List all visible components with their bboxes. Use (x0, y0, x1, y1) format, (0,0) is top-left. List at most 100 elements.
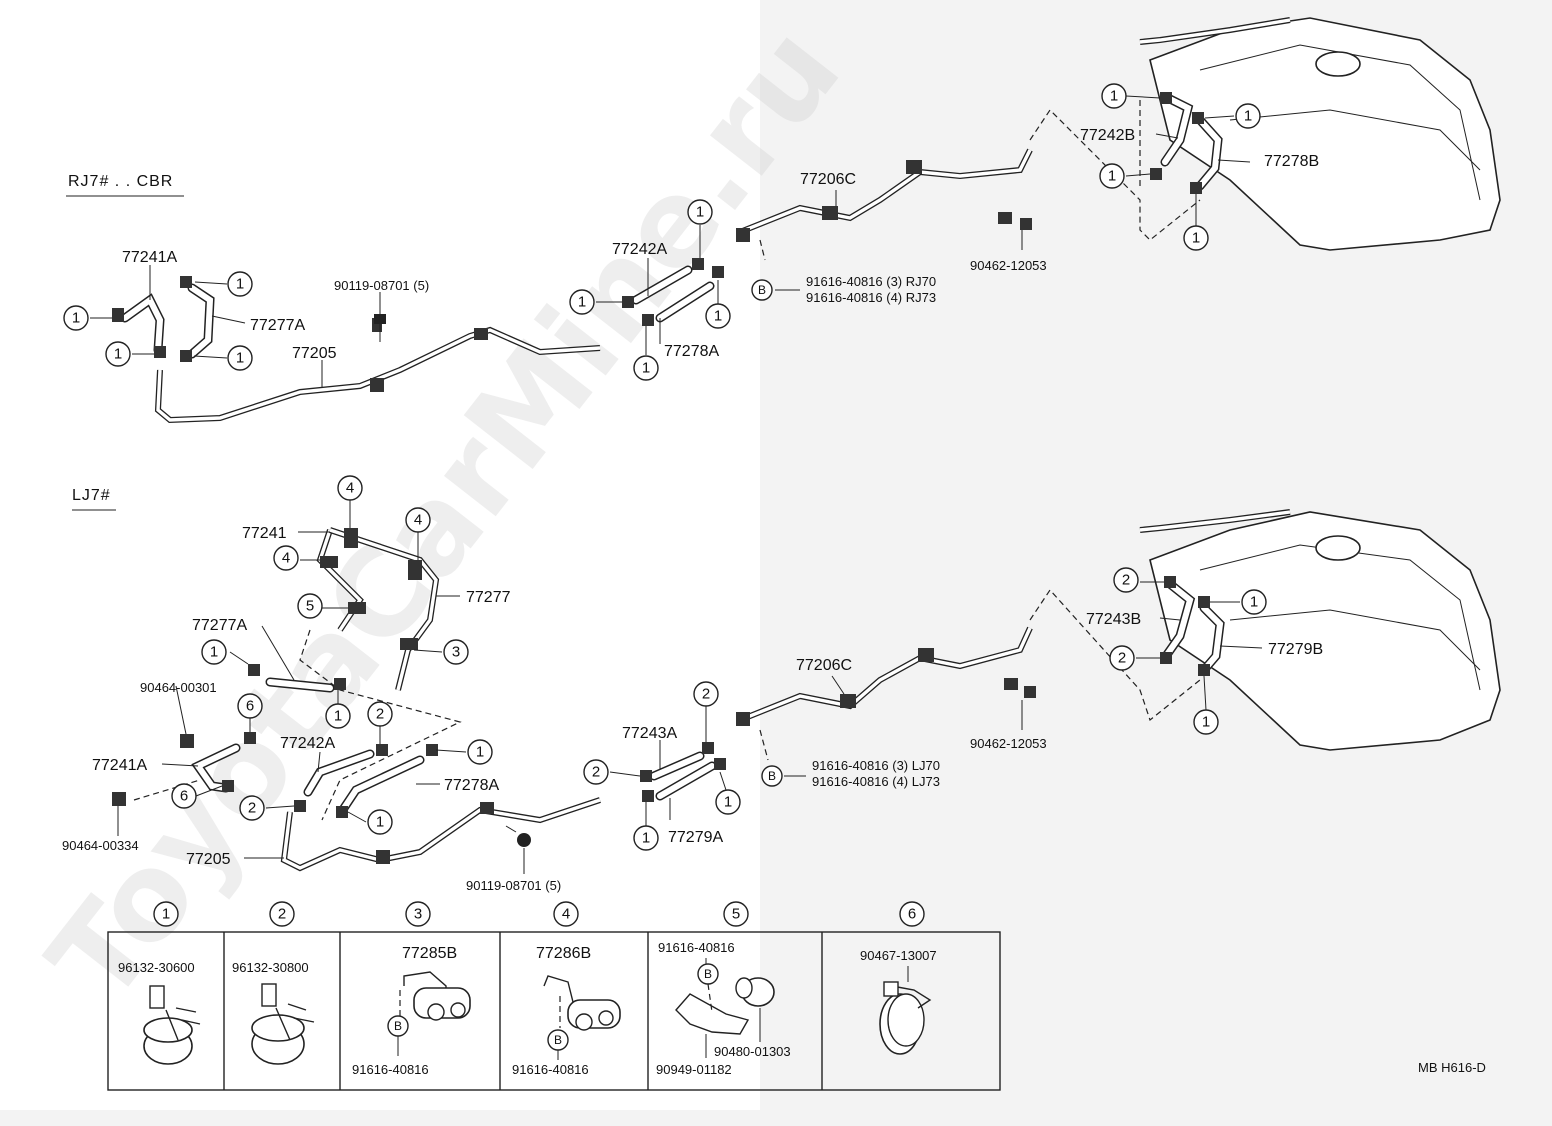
legend-index-6: 6 (908, 906, 916, 923)
bolt-icon-lower (505, 825, 531, 847)
svg-text:B: B (758, 283, 766, 297)
label-77241A: 77241A (122, 249, 177, 266)
svg-text:1: 1 (642, 360, 650, 377)
label-77205: 77205 (292, 345, 337, 362)
svg-text:1: 1 (476, 744, 484, 761)
legend-index-3: 3 (414, 906, 422, 923)
label-77277A-lower: 77277A (192, 617, 247, 634)
label-77243B: 77243B (1086, 611, 1141, 628)
label-77278A-lower: 77278A (444, 777, 499, 794)
callouts-lower: 4 4 4 5 3 1 1 6 6 2 1 2 1 2 2 1 1 2 1 2 … (171, 475, 1267, 851)
svg-text:1: 1 (72, 310, 80, 327)
pipe-77205-lower (280, 797, 601, 872)
label-77243A: 77243A (622, 725, 677, 742)
leaders-upper (90, 95, 1251, 388)
label-91616-40816-3-lower: 91616-40816 (3) LJ70 (812, 758, 940, 773)
svg-text:4: 4 (414, 512, 422, 529)
label-77279B: 77279B (1268, 641, 1323, 658)
label-77241: 77241 (242, 525, 287, 542)
band-clamp-icon-6 (879, 981, 932, 1055)
svg-text:6: 6 (246, 698, 254, 715)
label-77278A: 77278A (664, 343, 719, 360)
svg-text:4: 4 (346, 480, 354, 497)
pipe-77205-upper (154, 326, 601, 424)
legend-bolt-col3: 91616-40816 (352, 1062, 429, 1077)
label-77242A: 77242A (612, 241, 667, 258)
svg-text:1: 1 (1108, 168, 1116, 185)
tank-upper-seam (1199, 44, 1481, 201)
svg-text:1: 1 (1250, 594, 1258, 611)
svg-text:1: 1 (724, 794, 732, 811)
label-77242A-lower: 77242A (280, 735, 335, 752)
label-91616-40816-3: 91616-40816 (3) RJ70 (806, 274, 936, 289)
svg-text:1: 1 (210, 644, 218, 661)
hose-clamp-icon-2 (251, 983, 315, 1065)
label-77279A: 77279A (668, 829, 723, 846)
labels-upper: 77241A 77277A 77205 90119-08701 (5) 7724… (122, 127, 1319, 362)
svg-text:1: 1 (578, 294, 586, 311)
label-77205-lower: 77205 (186, 851, 231, 868)
legend-index-4: 4 (562, 906, 570, 923)
label-90462-12053-lower: 90462-12053 (970, 736, 1047, 751)
label-77242B: 77242B (1080, 127, 1135, 144)
fuel-tank-upper (1149, 17, 1501, 251)
svg-text:1: 1 (1110, 88, 1118, 105)
svg-text:1: 1 (114, 346, 122, 363)
label-90464-00334: 90464-00334 (62, 838, 139, 853)
legend-index-2: 2 (278, 906, 286, 923)
label-90119-08701-lower: 90119-08701 (5) (466, 878, 561, 893)
label-91616-40816-4-lower: 91616-40816 (4) LJ73 (812, 774, 940, 789)
svg-text:2: 2 (702, 686, 710, 703)
label-90462-12053: 90462-12053 (970, 258, 1047, 273)
shaded-strip (0, 1110, 760, 1126)
clips-upper (112, 92, 1204, 392)
svg-text:1: 1 (714, 308, 722, 325)
label-90119-08701: 90119-08701 (5) (334, 278, 429, 293)
pipe-clamp-icon-4 (543, 975, 621, 1031)
svg-text:2: 2 (376, 706, 384, 723)
tank-upper-rib (1229, 109, 1481, 171)
svg-text:2: 2 (592, 764, 600, 781)
leaders-lower (117, 500, 1263, 874)
svg-text:1: 1 (696, 204, 704, 221)
svg-text:1: 1 (1192, 230, 1200, 247)
hose-clamp-icon-1 (143, 985, 201, 1065)
svg-text:4: 4 (282, 550, 290, 567)
svg-text:1: 1 (642, 830, 650, 847)
svg-text:B: B (704, 967, 712, 981)
label-90464-00301: 90464-00301 (140, 680, 217, 695)
svg-text:B: B (554, 1033, 562, 1047)
lower-dashed-route-front (299, 629, 462, 821)
svg-text:3: 3 (452, 644, 460, 661)
pipe-clamp-icon-3 (403, 971, 471, 1021)
lower-section: LJ7# (62, 475, 1501, 893)
legend-table: 1 2 3 4 5 6 96132-30600 96132-30800 7728… (107, 901, 1001, 1091)
legend-sub-90480-01303: 90480-01303 (714, 1044, 791, 1059)
svg-text:1: 1 (334, 708, 342, 725)
legend-part-77285B: 77285B (402, 945, 457, 962)
label-77206C-lower: 77206C (796, 657, 852, 674)
legend-index-5: 5 (732, 906, 740, 923)
legend-part-90467-13007: 90467-13007 (860, 948, 937, 963)
svg-text:1: 1 (376, 814, 384, 831)
legend-bolt-col4: 91616-40816 (512, 1062, 589, 1077)
svg-text:B: B (394, 1019, 402, 1033)
svg-text:6: 6 (180, 788, 188, 805)
label-77206C: 77206C (800, 171, 856, 188)
svg-text:2: 2 (248, 800, 256, 817)
clips-lower (112, 528, 1210, 864)
svg-text:2: 2 (1122, 572, 1130, 589)
legend-index-1: 1 (162, 906, 170, 923)
lower-dashed-route-rear (1029, 589, 1201, 722)
tank-upper-cap (1315, 51, 1361, 77)
fuel-tank-lower (1149, 511, 1501, 751)
drawing-code: MB H616-D (1418, 1060, 1486, 1075)
tank-lower-cap (1315, 535, 1361, 561)
legend-part-91616-40816-col5: 91616-40816 (658, 940, 735, 955)
legend-part-96132-30800: 96132-30800 (232, 960, 309, 975)
svg-text:1: 1 (236, 276, 244, 293)
svg-text:1: 1 (236, 350, 244, 367)
legend-part-96132-30600: 96132-30600 (118, 960, 195, 975)
pipe-77206C-upper (738, 148, 1033, 235)
